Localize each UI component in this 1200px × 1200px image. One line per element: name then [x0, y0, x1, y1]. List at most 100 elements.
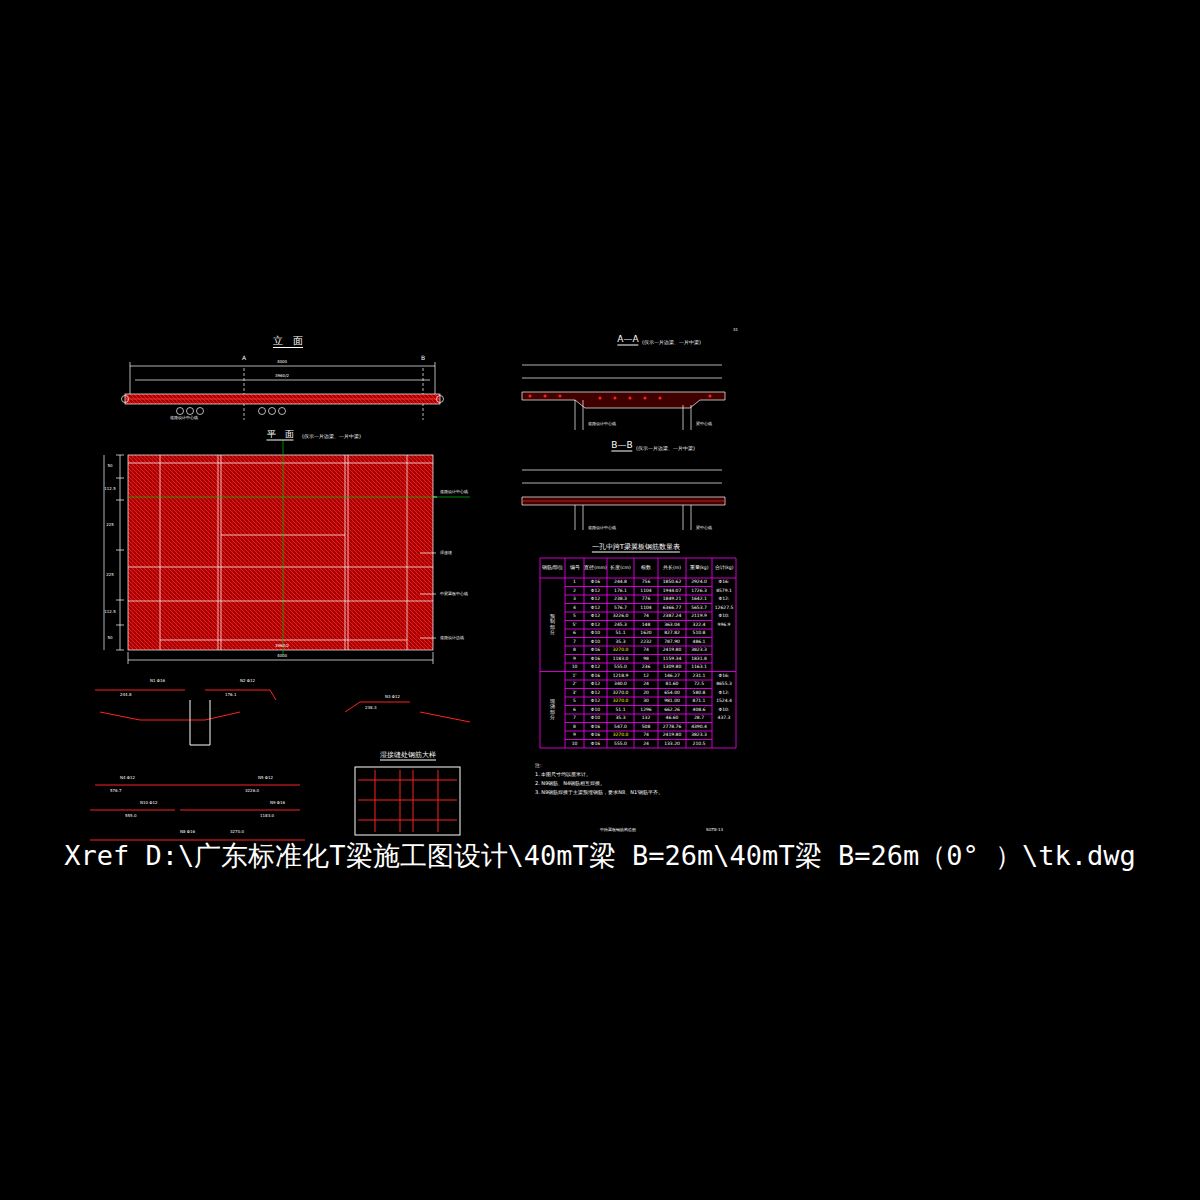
note: 1. 本图尺寸均以厘米计。 [535, 772, 591, 777]
table-header: 编号 [570, 566, 580, 571]
table-cell: 1642.1 [691, 597, 707, 602]
bar-mark: N5 Φ12 [258, 776, 273, 780]
note: 注: [535, 763, 542, 768]
table-cell: 231.1 [693, 674, 706, 679]
table-cell: 1218.9 [613, 674, 629, 679]
dimension: 244.8 [120, 693, 131, 697]
table-cell: 981.00 [664, 699, 680, 704]
table-cell: 12 [643, 674, 649, 679]
table-header: 共长(m) [663, 566, 681, 571]
table-line [565, 586, 712, 587]
table-line [565, 739, 712, 740]
table-cell: Φ10: [719, 708, 730, 713]
table-line [565, 629, 712, 630]
note: 3. N9钢筋焊接于主梁预埋钢筋，要求N8、N1'钢筋平齐。 [535, 790, 664, 795]
table-cell: Φ16 [591, 648, 600, 653]
table-cell: 148 [642, 623, 651, 628]
table-cell: 146.27 [664, 674, 680, 679]
dimension: 50 [107, 636, 112, 640]
table-cell: 827.82 [664, 631, 680, 636]
table-cell: 72.5 [694, 682, 704, 687]
table-cell: 预制部分 [550, 614, 555, 636]
dimension: 225 [106, 573, 114, 577]
table-cell: 10 [572, 742, 578, 747]
table-cell: 756 [642, 580, 651, 585]
table-cell: 3270.0 [613, 699, 629, 704]
table-cell: 1104 [640, 589, 651, 594]
table-cell: 12627.5 [715, 606, 734, 611]
table-cell: 5 [573, 614, 576, 619]
table-cell: 508 [642, 725, 651, 730]
table-cell: Φ16 [591, 742, 600, 747]
dimension: 555.0 [125, 814, 136, 818]
axis-label: 道路设计中心线 [588, 422, 616, 426]
dimension: 4000 [277, 360, 287, 364]
table-cell: 2119.9 [691, 614, 707, 619]
table-cell: 2778.76 [663, 725, 682, 730]
table-cell: 2924.0 [691, 580, 707, 585]
bar-details [90, 690, 470, 840]
table-cell: 510.8 [693, 631, 706, 636]
table-header: 根数 [641, 566, 651, 571]
section-title: B—B [611, 441, 632, 452]
table-cell: 3823.3 [691, 648, 707, 653]
table-cell: 2387.24 [663, 614, 682, 619]
table-cell: 8 [573, 725, 576, 730]
table-cell: Φ12: [719, 597, 730, 602]
table-cell: 24 [643, 682, 649, 687]
table-cell: 1163.1 [691, 665, 707, 670]
view-title: 平 面 [267, 430, 294, 441]
table-header: 重量(kg) [690, 566, 709, 571]
table-cell: 787.90 [664, 640, 680, 645]
axis-label: 道路设计中心线 [588, 526, 616, 530]
dimension: 3226.0 [245, 789, 259, 793]
table-cell: 现浇部分 [550, 699, 555, 721]
xref-caption: Xref D:\广东标准化T梁施工图设计\40mT梁 B=26m\40mT梁 B… [0, 842, 1200, 869]
plan-view [104, 440, 470, 664]
table-cell: 1726.3 [691, 589, 707, 594]
table-cell: 776 [642, 597, 651, 602]
table-header: 合计(kg) [715, 566, 734, 571]
table-cell: 996.9 [718, 623, 731, 628]
table-line [736, 558, 737, 748]
table-line [565, 620, 712, 621]
table-cell: 322.4 [693, 623, 706, 628]
table-cell: 1309.80 [663, 665, 682, 670]
dimension: 225 [106, 523, 114, 527]
table-cell: Φ16 [591, 674, 600, 679]
table-cell: Φ10: [719, 614, 730, 619]
table-cell: 408.6 [693, 708, 706, 713]
table-line [540, 558, 736, 559]
table-cell: 132 [642, 716, 651, 721]
table-line [565, 688, 712, 689]
table-cell: Φ12: [719, 691, 730, 696]
bar-mark: N4 Φ12 [120, 776, 135, 780]
table-cell: 210.5 [693, 742, 706, 747]
table-cell: 46.60 [666, 716, 679, 721]
table-cell: 8579.1 [716, 589, 732, 594]
table-cell: 2' [572, 682, 576, 687]
table-title: 一孔中跨T梁翼板钢筋数量表 [592, 544, 680, 553]
table-cell: 74 [643, 648, 649, 653]
note: 2. N9钢筋、N4钢筋相互焊接。 [535, 781, 605, 786]
axis-label: 湿接缝 [440, 551, 452, 555]
table-line [565, 637, 712, 638]
table-cell: 4390.4 [691, 725, 707, 730]
table-line [540, 558, 541, 748]
table-cell: 3226.0 [613, 614, 629, 619]
table-cell: 6 [573, 708, 576, 713]
section-title: A—A [617, 335, 638, 346]
table-cell: 8655.3 [716, 682, 732, 687]
table-cell: 8 [573, 648, 576, 653]
axis-label: 道路设计中心线 [440, 490, 468, 494]
table-cell: 1944.07 [663, 589, 682, 594]
table-cell: 4 [573, 606, 576, 611]
table-cell: 2419.80 [663, 648, 682, 653]
dimension: 176.1 [225, 693, 236, 697]
table-cell: 176.1 [614, 589, 627, 594]
table-cell: Φ12 [591, 691, 600, 696]
table-cell: Φ12 [591, 665, 600, 670]
table-cell: 3 [573, 597, 576, 602]
table-cell: 654.00 [664, 691, 680, 696]
table-cell: 9 [573, 733, 576, 738]
